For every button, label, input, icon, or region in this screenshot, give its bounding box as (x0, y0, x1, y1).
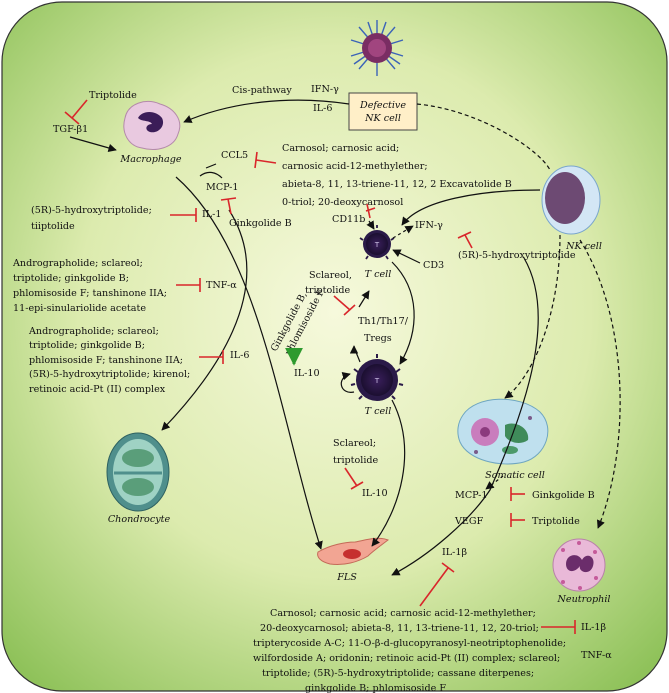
defective-nk-box (348, 92, 418, 131)
tgf-beta1: TGF-β1 (53, 124, 88, 135)
ccl5-label: CCL5 (221, 150, 248, 161)
chondrocyte-label: Chondrocyte (108, 514, 171, 525)
sclareol-t2: Sclareol; (333, 438, 376, 449)
bottom-drugs-1: Carnosol; carnosic acid; carnosic acid-1… (270, 608, 536, 619)
bottom-drugs-3: tripterycoside A-C; 11-O-β-d-glucopyrano… (253, 638, 566, 649)
somatic-cell-label: Somatic cell (485, 470, 545, 481)
il6-drugs-5: retinoic acid-Pt (II) complex (29, 384, 166, 395)
nk-cell-icon (541, 165, 601, 235)
ccl5-drugs-2: carnosic acid-12-methylether; (282, 161, 428, 172)
ginkgolide-right: Ginkgolide B (532, 490, 595, 501)
triptolide-t2: triptolide (333, 455, 379, 466)
tnf-drugs-4: 11-epi-sinulariolide acetate (13, 303, 146, 314)
bottom-drugs-5: triptolide; (5R)-5-hydroxytriptolide; ca… (262, 668, 534, 679)
neutrophil-icon (552, 538, 606, 592)
mcp1-right: MCP-1 (455, 490, 487, 501)
il6-drugs-3: phlomisoside F; tanshinone IIA; (29, 355, 183, 366)
macrophage-icon (123, 101, 181, 150)
defective-nk-label-2: NK cell (364, 113, 401, 124)
svg-text:T: T (374, 241, 380, 249)
cd3-label: CD3 (423, 260, 444, 271)
bottom-drugs-6: ginkgolide B; phlomisoside F (305, 683, 446, 693)
chondrocyte-icon (106, 432, 170, 512)
tnf-drugs-3: phlomisoside F; tanshinone IIA; (13, 288, 167, 299)
neutrophil-label: Neutrophil (557, 594, 611, 605)
il10-lower: IL-10 (362, 488, 388, 499)
defective-nk-cell-icon (350, 20, 404, 76)
il1-drugs-2: tiiptolide (31, 221, 75, 232)
tnf-label: TNF-α (206, 280, 237, 291)
tnf-drugs-2: triptolide; ginkgolide B; (13, 273, 129, 284)
fls-icon (317, 537, 390, 565)
hydroxy-nk: (5R)-5-hydroxytriptolide (458, 250, 576, 261)
cis-pathway-label: Cis-pathway (232, 85, 292, 96)
t-cell-1-label: T cell (365, 269, 392, 280)
macrophage-label: Macrophage (119, 154, 181, 165)
th-label-2: Tregs (364, 333, 392, 344)
ifn-gamma-nk: IFN-γ (415, 220, 443, 231)
vegf-label: VEGF (454, 516, 484, 527)
ifn-gamma-top: IFN-γ (311, 84, 339, 95)
il6-label: IL-6 (230, 350, 250, 361)
il6-drugs-2: triptolide; ginkgolide B; (29, 340, 145, 351)
defective-nk-label-1: Defective (359, 100, 406, 111)
il1-drugs-1: (5R)-5-hydroxytriptolide; (31, 205, 152, 216)
fls-label: FLS (336, 572, 357, 583)
ccl5-drugs-1: Carnosol; carnosic acid; (282, 143, 399, 154)
ccl5-drugs-3: abieta-8, 11, 13-triene-11, 12, 2 Excava… (282, 179, 512, 190)
ccl5-drugs-4: 0-triol; 20-deoxycarnosol (282, 197, 403, 208)
t-cell-2-icon: T (350, 354, 404, 401)
il1b-upper: IL-1β (442, 547, 468, 558)
triptolide-top: Triptolide (89, 90, 137, 101)
cd11b-label: CD11b (332, 214, 365, 225)
t-cell-1-icon: T (359, 225, 395, 260)
activation-arrows (69, 99, 621, 576)
tnf-bottom: TNF-α (581, 650, 612, 661)
il10-t: IL-10 (294, 368, 320, 379)
t-cell-2-label: T cell (365, 406, 392, 417)
mcp1-label: MCP-1 (206, 182, 238, 193)
triptolide-t1: triptolide (305, 285, 351, 296)
svg-text:T: T (374, 377, 380, 385)
il1-label: IL-1 (202, 209, 222, 220)
bottom-drugs-2: 20-deoxycarnosol; abieta-8, 11, 13-trien… (260, 623, 539, 634)
sclareol-t1: Sclareol, (309, 270, 352, 281)
th-label-1: Th1/Th17/ (358, 316, 409, 327)
il1b-bottom: IL-1β (581, 622, 607, 633)
triptolide-right: Triptolide (532, 516, 580, 527)
il6-drugs-1: Andrographolide; sclareol; (28, 326, 159, 337)
il6-drugs-4: (5R)-5-hydroxytriptolide; kirenol; (29, 369, 190, 380)
bottom-drugs-4: wilfordoside A; oridonin; retinoic acid-… (253, 653, 560, 664)
ginkgolide-mcp1: Ginkgolide B (229, 218, 292, 229)
il6-top: IL-6 (313, 103, 333, 114)
somatic-cell-icon (457, 398, 549, 465)
tnf-drugs-1: Andrographolide; sclareol; (12, 258, 143, 269)
inhibition-lines (64, 99, 576, 634)
